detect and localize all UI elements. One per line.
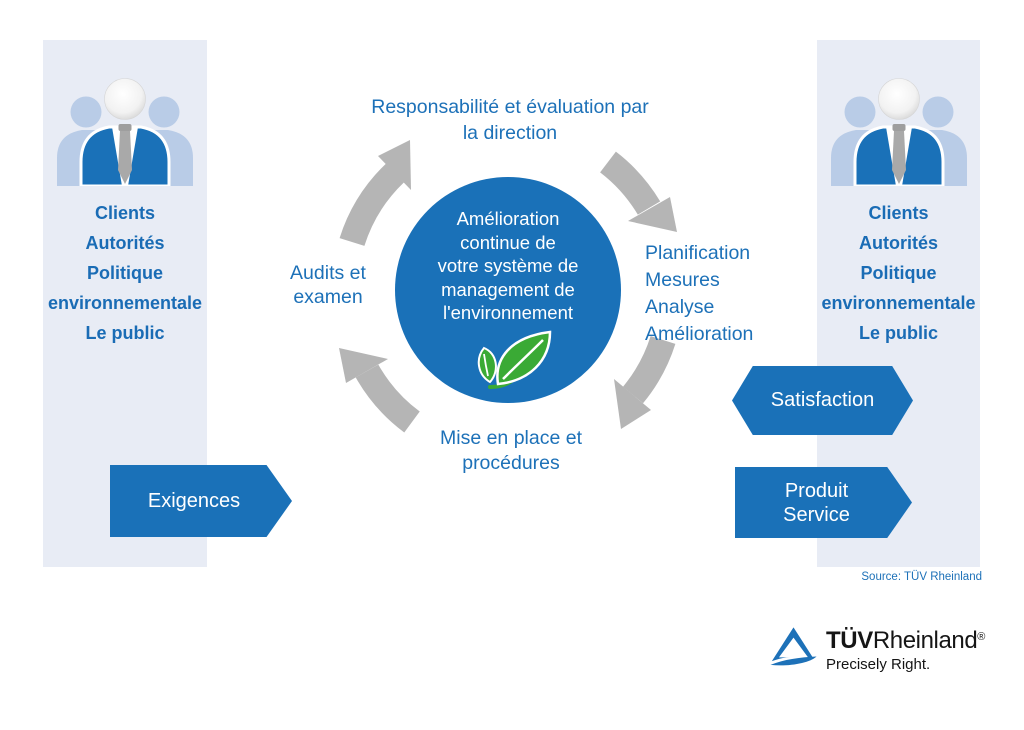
label-line: Responsabilité et évaluation par	[371, 96, 649, 118]
people-group-icon	[830, 78, 967, 186]
label-line: Mise en place et	[440, 427, 582, 449]
stakeholder-item: Politique environnementale	[821, 263, 976, 313]
label-line: Mesures	[645, 269, 720, 291]
produit-label: Produit	[784, 479, 849, 502]
source-text: Source: TÜV Rheinland	[861, 571, 982, 583]
circle-text-line: l'environnement	[442, 302, 574, 323]
cycle-arrowhead-bottom-left	[339, 348, 388, 383]
stakeholder-item: Autorités	[858, 233, 938, 253]
exigences-label: Exigences	[147, 489, 241, 512]
stakeholder-item: Clients	[94, 203, 155, 223]
stakeholder-item: Clients	[868, 203, 929, 223]
people-group-icon	[57, 78, 193, 186]
continuous-improvement-circle: Amélioration continue de votre système d…	[395, 177, 621, 403]
leaf-icon	[477, 330, 552, 389]
tuv-rheinland-logo: TÜVRheinland® Precisely Right.	[770, 627, 985, 673]
label-management-review: Responsabilité et évaluation par la dire…	[330, 94, 690, 146]
label-line: Amélioration	[645, 323, 754, 345]
stakeholder-item: Autorités	[85, 233, 165, 253]
label-line: Audits et	[290, 262, 366, 284]
logo-registered-mark: ®	[977, 631, 986, 643]
stakeholder-item: Politique environnementale	[47, 263, 203, 313]
cycle-arrow-bottom-right	[622, 335, 676, 404]
circle-text-line: continue de	[460, 231, 556, 253]
service-label: Service	[783, 503, 850, 526]
stakeholder-item: Le public	[85, 323, 165, 343]
logo-brand-text: TÜVRheinland®	[826, 627, 985, 655]
satisfaction-label: Satisfaction	[770, 389, 875, 411]
label-line: Analyse	[645, 296, 715, 318]
label-line: examen	[293, 286, 363, 308]
circle-text-line: Amélioration	[456, 208, 560, 229]
stakeholder-item: Le public	[858, 323, 938, 343]
circle-text-line: management de	[441, 278, 575, 300]
circle-text-line: votre système de	[437, 255, 579, 276]
cycle-arrowhead-bottom-right	[614, 379, 651, 429]
logo-rheinland: Rheinland	[872, 627, 978, 654]
logo-triangle-icon	[770, 627, 817, 669]
satisfaction-arrow: Satisfaction	[732, 366, 913, 435]
label-audits: Audits et examen	[268, 261, 388, 309]
label-planning: Planification Mesures Analyse Améliorati…	[645, 240, 753, 348]
cycle-arrowhead-top-right	[628, 197, 677, 232]
cycle-arrowhead-top-left	[378, 140, 411, 190]
produit-service-arrow: Produit Service	[735, 467, 912, 538]
label-implementation: Mise en place et procédures	[391, 426, 631, 476]
label-line: Planification	[645, 242, 751, 264]
label-line: procédures	[462, 452, 560, 474]
cycle-arrow-top-left	[339, 163, 405, 247]
logo-tuv: TÜV	[826, 627, 873, 654]
stakeholder-list-right: Clients Autorités Politique environnemen…	[817, 198, 980, 348]
exigences-arrow: Exigences	[110, 465, 292, 537]
cycle-arrow-top-right	[599, 151, 661, 215]
logo-tagline: Precisely Right.	[826, 656, 931, 673]
label-line: la direction	[462, 122, 558, 144]
stakeholder-list-left: Clients Autorités Politique environnemen…	[43, 198, 207, 348]
circle-text: Amélioration continue de votre système d…	[395, 207, 621, 325]
logo-wordmark: TÜVRheinland® Precisely Right.	[826, 627, 985, 673]
cycle-arrow-bottom-left	[355, 364, 420, 433]
